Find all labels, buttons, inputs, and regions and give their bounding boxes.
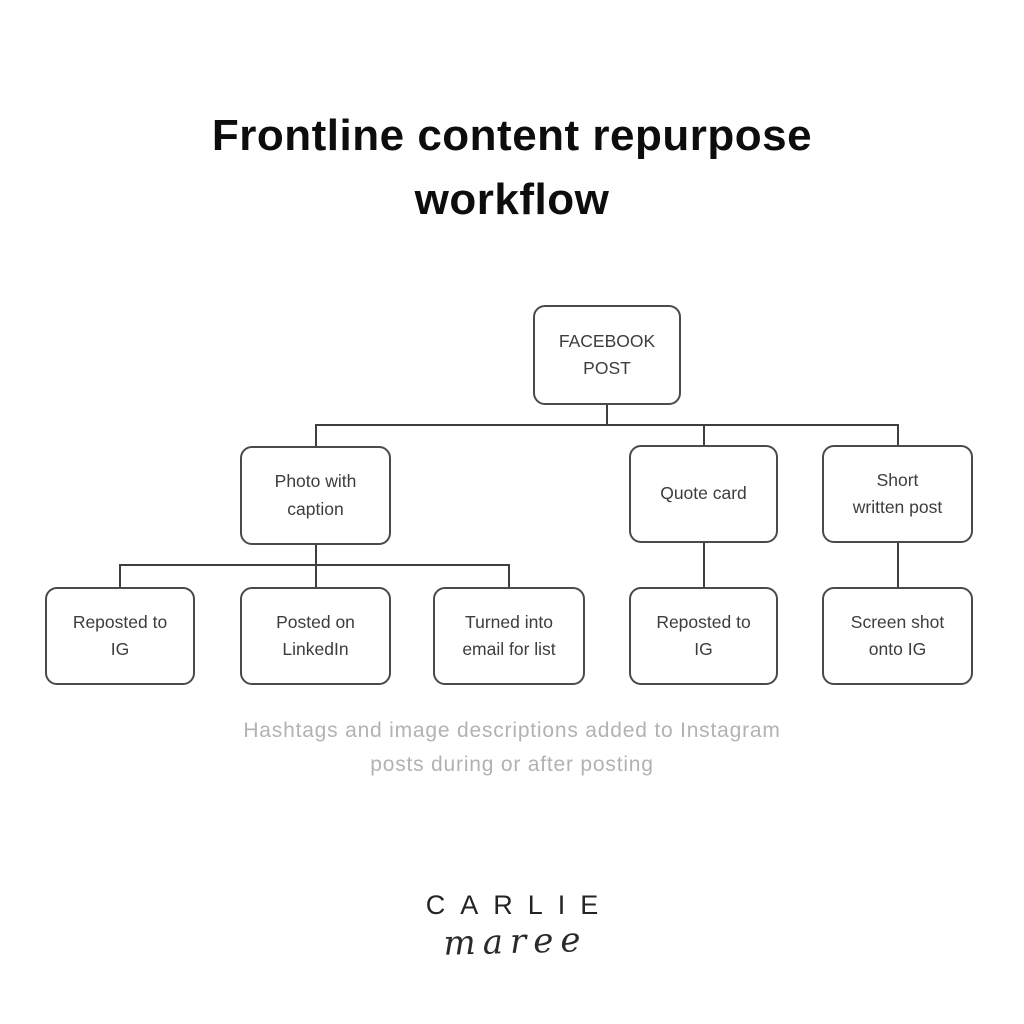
connector-quote-to-ig — [703, 543, 705, 589]
connector-email-drop — [508, 564, 510, 589]
node-photo-with-caption-label: Photo with caption — [274, 471, 357, 519]
connector-short-drop — [897, 424, 899, 447]
node-reposted-to-ig-from-photo-label: Reposted to IG — [72, 611, 168, 659]
node-turned-into-email: Turned into email for list — [433, 587, 585, 685]
footnote: Hashtags and image descriptions added to… — [243, 719, 781, 776]
connector-root-stem — [606, 405, 608, 426]
connector-reposted-ig-drop — [119, 564, 121, 589]
node-photo-with-caption: Photo with caption — [240, 446, 391, 545]
brand-logo-subname: maree — [442, 920, 588, 964]
node-posted-on-linkedin: Posted on LinkedIn — [240, 587, 391, 685]
connector-level2-rail — [119, 564, 510, 566]
connector-linkedin-drop — [315, 564, 317, 589]
node-turned-into-email-label: Turned into email for list — [462, 611, 556, 659]
node-reposted-to-ig-from-quote-label: Reposted to IG — [656, 611, 751, 659]
connector-level1-rail — [315, 424, 899, 426]
brand-logo: CARLIE maree — [312, 890, 712, 964]
connector-quote-drop — [703, 424, 705, 447]
node-facebook-post-label: FACEBOOK POST — [558, 330, 656, 378]
node-quote-card: Quote card — [629, 445, 778, 543]
node-reposted-to-ig-from-quote: Reposted to IG — [629, 587, 778, 685]
page-title: Frontline content repurpose workflow — [211, 111, 813, 224]
node-screen-shot-onto-ig-label: Screen shot onto IG — [850, 611, 945, 659]
node-facebook-post: FACEBOOK POST — [533, 305, 681, 405]
node-short-written-post: Short written post — [822, 445, 973, 543]
node-short-written-post-label: Short written post — [852, 469, 943, 517]
brand-logo-name: CARLIE — [425, 890, 614, 920]
node-quote-card-label: Quote card — [660, 483, 747, 504]
node-reposted-to-ig-from-photo: Reposted to IG — [45, 587, 195, 685]
node-screen-shot-onto-ig: Screen shot onto IG — [822, 587, 973, 685]
connector-photo-drop — [315, 424, 317, 448]
connector-photo-stem — [315, 545, 317, 566]
connector-short-to-screenshot — [897, 543, 899, 589]
node-posted-on-linkedin-label: Posted on LinkedIn — [276, 611, 355, 659]
